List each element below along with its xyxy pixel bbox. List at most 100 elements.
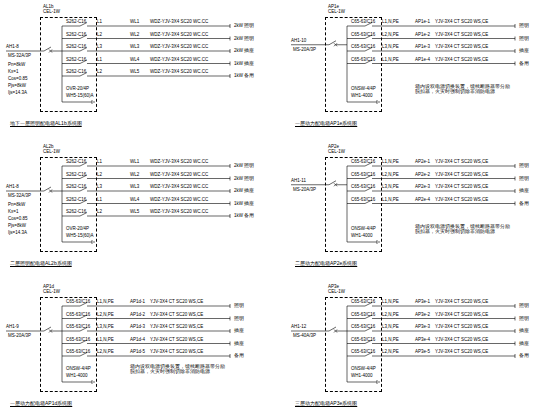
breaker-mark	[49, 330, 52, 333]
load-name: 备用	[519, 61, 529, 66]
feeder-line	[62, 26, 80, 27]
phase-label: L3	[97, 44, 102, 49]
breaker-rating: MS-40A/3P	[293, 333, 316, 338]
breaker-rating: S262-C16	[66, 172, 86, 177]
incoming-line	[6, 331, 44, 332]
load-name: 照明	[519, 36, 529, 41]
spd-branch	[347, 102, 377, 103]
breaker-mark	[334, 330, 337, 333]
surge-protector: ONSW-4/4P	[351, 226, 376, 231]
breaker-rating: C65-63/C16	[351, 57, 375, 62]
feeder-line	[372, 331, 515, 332]
feeder-end	[515, 329, 516, 333]
circuit-number: AP1d-3	[130, 324, 145, 329]
feeder-end	[230, 214, 231, 218]
incoming-line	[291, 184, 329, 185]
load-name: 备用	[519, 353, 529, 358]
feeder-line	[372, 318, 515, 319]
incoming-line	[336, 184, 347, 185]
diagram-caption: 二层照明配电箱AL2b系统图	[10, 261, 72, 267]
cable-spec: YJV-3X4 CT SC20 WS,CE	[435, 57, 488, 62]
feeder-end	[515, 164, 516, 168]
feeder-end	[230, 354, 231, 358]
breaker-rating: C65-63/C16	[351, 299, 375, 304]
feeder-line	[372, 178, 515, 179]
feeder-end	[230, 177, 231, 181]
cable-spec: YJV-3X4 CT SC20 WS,CE	[435, 197, 488, 202]
circuit-number: WL2	[130, 32, 139, 37]
feeder-line	[62, 63, 80, 64]
feeder-line	[372, 343, 515, 344]
load-name: 1kW 备用	[234, 213, 254, 218]
breaker-rating: S262-C16	[66, 69, 86, 74]
note-text: 箱内设双电源切换装置，馈线断路器带分励脱扣器，火灾时强制切除非消防电源	[415, 84, 513, 94]
note-text: 箱内设双电源切换装置，馈线断路器带分励脱扣器，火灾时强制切除非消防电源	[130, 364, 228, 374]
load-name: 插座	[519, 328, 529, 333]
cable-spec: WDZ-YJV-3X4 SC20 WC.CC	[150, 184, 208, 189]
cable-spec: WDZ-YJV-3X4 SC20 WC.CC	[150, 19, 208, 24]
breaker-rating: C65-63/C16	[351, 44, 375, 49]
breaker-rating: C65-63/C16	[351, 349, 375, 354]
feeder-line	[372, 191, 515, 192]
circuit-number: AP3e-4	[415, 337, 430, 342]
breaker-rating: S262-C16	[66, 197, 86, 202]
phase-label: L3,N,PE	[382, 324, 399, 329]
phase-label: L1,N,PE	[382, 57, 399, 62]
box-label: CEL-1W	[325, 149, 382, 154]
circuit-number: AP1d-1	[130, 299, 145, 304]
feeder-line	[87, 318, 230, 319]
surge-protector: ONSW-4/4P	[351, 366, 376, 371]
breaker-rating: MS-32A/3P	[8, 53, 31, 58]
breaker-rating: C65-63/C16	[66, 324, 90, 329]
feeder-line	[62, 38, 80, 39]
phase-label: L2,N,PE	[97, 349, 114, 354]
breaker-rating: S262-C16	[66, 19, 86, 24]
breaker-rating: MS-32A/3P	[8, 193, 31, 198]
feeder-line	[87, 306, 230, 307]
bus-bar	[62, 166, 63, 242]
ground-mark	[379, 101, 380, 103]
cable-spec: YJV-3X4 CT SC20 WS,CE	[435, 299, 488, 304]
breaker-rating: C65-63/C16	[351, 337, 375, 342]
load-name: 照明	[519, 163, 529, 168]
ground-mark	[94, 101, 95, 103]
breaker-mark	[49, 190, 52, 193]
breaker-rating: C65-63/C16	[66, 299, 90, 304]
load-name: 插座	[519, 48, 529, 53]
breaker-mark	[334, 183, 337, 186]
feeder-line	[347, 63, 365, 64]
breaker-mark	[49, 330, 52, 333]
phase-label: L1,N,PE	[97, 299, 114, 304]
box-label: AL2b	[40, 144, 97, 149]
phase-label: L2,N,PE	[382, 312, 399, 317]
feeder-line	[372, 203, 515, 204]
box-label: CEL-1W	[325, 289, 382, 294]
breaker-rating: C65-63/C16	[66, 312, 90, 317]
phase-label: L1,N,PE	[382, 337, 399, 342]
load-name: 2kW 照明	[234, 23, 254, 28]
breaker-rating: S262-C16	[66, 209, 86, 214]
load-name: 1kW 插座	[234, 61, 254, 66]
feeder-line	[372, 356, 515, 357]
feeder-end	[230, 37, 231, 41]
circuit-number: AP1e-4	[415, 57, 430, 62]
breaker-rating: C65-63/C16	[351, 197, 375, 202]
circuit-number: AP1d-4	[130, 337, 145, 342]
feeder-line	[87, 63, 230, 64]
feeder-line	[62, 331, 80, 332]
breaker-rating: C65-63/C16	[351, 172, 375, 177]
incoming-line	[51, 331, 62, 332]
load-name: 2kW 照明	[234, 36, 254, 41]
feeder-line	[347, 343, 365, 344]
circuit-number: AP1d-5	[130, 349, 145, 354]
load-name: 插座	[519, 188, 529, 193]
feeder-line	[62, 76, 80, 77]
breaker-rating: C65-63/C16	[351, 19, 375, 24]
phase-label: L1,N,PE	[382, 19, 399, 24]
circuit-number: WL2	[130, 172, 139, 177]
box-label: AP1d	[40, 284, 97, 289]
feeder-end	[515, 189, 516, 193]
load-name: 备用	[519, 201, 529, 206]
feeder-id: AH1-9	[6, 324, 19, 329]
box-label: CEL-1W	[40, 9, 97, 14]
